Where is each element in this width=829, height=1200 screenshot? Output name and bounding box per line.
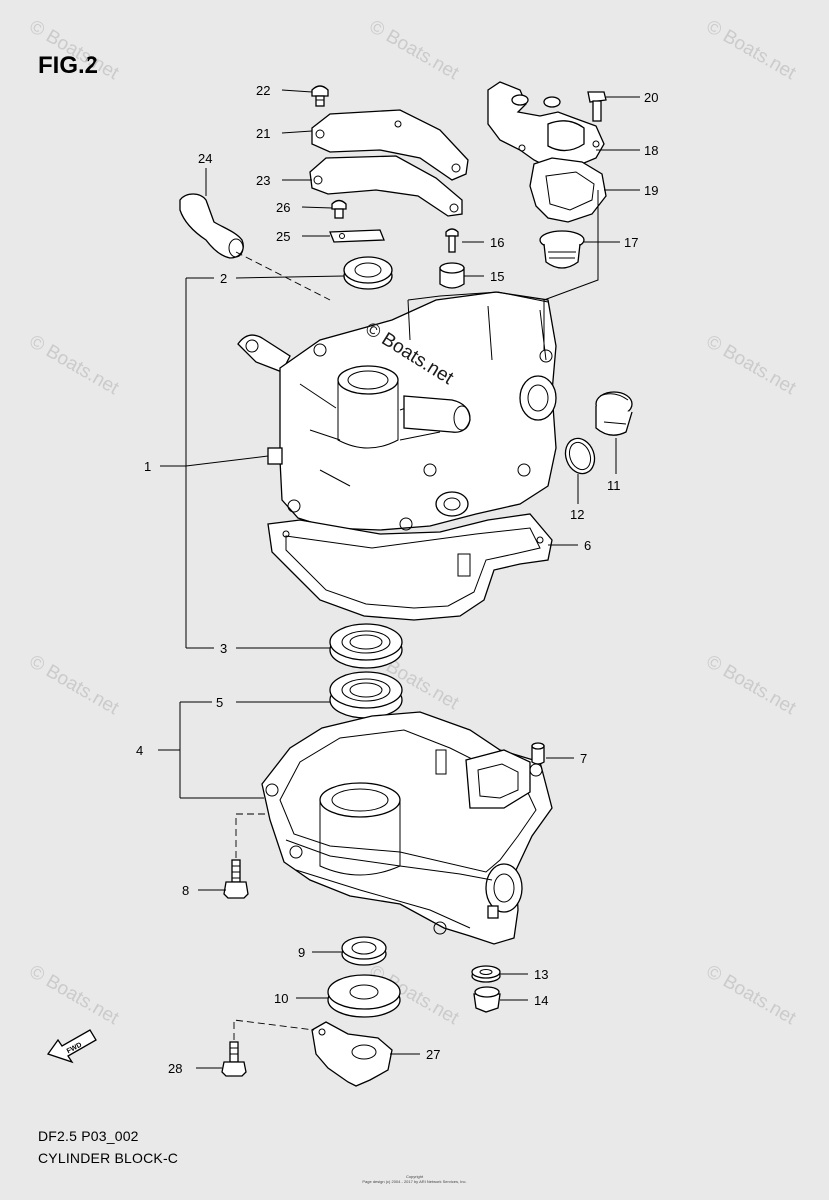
callout-11[interactable]: 11 — [607, 478, 621, 493]
callout-8[interactable]: 8 — [182, 883, 189, 898]
copyright-line-1: Copyright — [405, 1174, 424, 1179]
part-18-thermostat-cover[interactable] — [487, 81, 605, 169]
watermark-text: © Boats.net — [26, 961, 123, 1029]
callout-16[interactable]: 16 — [490, 235, 504, 250]
callout-labels: 1 2 3 4 5 6 7 8 9 10 11 12 13 14 15 16 1… — [136, 83, 658, 1076]
watermark-text: © Boats.net — [703, 961, 800, 1029]
callout-15[interactable]: 15 — [490, 269, 504, 284]
part-25-plate[interactable] — [329, 229, 385, 243]
part-28-bolt[interactable] — [221, 1041, 247, 1077]
part-5-bearing[interactable] — [329, 671, 403, 719]
watermark-text: © Boats.net — [26, 651, 123, 719]
part-13-washer[interactable] — [471, 965, 501, 983]
callout-27[interactable]: 27 — [426, 1047, 440, 1062]
copyright-line-2: Page design (c) 2004 - 2017 by ARI Netwo… — [362, 1179, 467, 1184]
callout-13[interactable]: 13 — [534, 967, 548, 982]
part-9-oil-seal[interactable] — [341, 936, 387, 966]
part-26-screw[interactable] — [331, 199, 347, 219]
part-14-plug[interactable] — [473, 986, 501, 1013]
watermark-text: © Boats.net — [703, 16, 800, 84]
part-16-screw[interactable] — [445, 228, 459, 253]
leader-lines — [158, 89, 640, 1069]
part-22-screw[interactable] — [311, 85, 329, 107]
part-20-bolt[interactable] — [587, 91, 607, 122]
watermark-text: © Boats.net — [703, 331, 800, 399]
watermark-text: © Boats.net — [703, 651, 800, 719]
part-12-o-ring[interactable] — [561, 434, 600, 477]
part-17-thermostat[interactable] — [539, 230, 585, 269]
part-8-bolt[interactable] — [223, 859, 249, 899]
callout-4[interactable]: 4 — [136, 743, 143, 758]
callout-19[interactable]: 19 — [644, 183, 658, 198]
watermark-text: © Boats.net — [366, 16, 463, 84]
part-7-dowel-pin[interactable] — [531, 742, 545, 765]
callout-1[interactable]: 1 — [144, 459, 151, 474]
part-11-drain-plug[interactable] — [595, 391, 633, 436]
callout-25[interactable]: 25 — [276, 229, 290, 244]
part-1-cylinder[interactable] — [237, 291, 557, 531]
fwd-arrow-icon: FWD — [46, 1029, 97, 1064]
callout-3[interactable]: 3 — [220, 641, 227, 656]
part-19-gasket[interactable] — [529, 157, 607, 223]
callout-10[interactable]: 10 — [274, 991, 288, 1006]
callout-28[interactable]: 28 — [168, 1061, 182, 1076]
callout-9[interactable]: 9 — [298, 945, 305, 960]
part-21-cover-plate[interactable] — [311, 109, 469, 181]
part-4-crankcase[interactable] — [261, 711, 553, 945]
watermark-text: © Boats.net — [26, 331, 123, 399]
part-24-hose[interactable] — [179, 193, 244, 259]
part-10-seal[interactable] — [327, 974, 401, 1018]
figure-title: FIG.2 — [38, 52, 99, 79]
part-23-gasket[interactable] — [309, 155, 463, 217]
part-27-plate[interactable] — [311, 1021, 393, 1087]
section-name: CYLINDER BLOCK-C — [38, 1150, 179, 1166]
callout-5[interactable]: 5 — [216, 695, 223, 710]
callout-12[interactable]: 12 — [570, 507, 584, 522]
callout-21[interactable]: 21 — [256, 126, 270, 141]
callout-17[interactable]: 17 — [624, 235, 638, 250]
callout-23[interactable]: 23 — [256, 173, 270, 188]
watermark-text: © Boats.net — [26, 16, 123, 84]
part-2-oil-seal[interactable] — [343, 256, 393, 290]
callout-20[interactable]: 20 — [644, 90, 658, 105]
callout-14[interactable]: 14 — [534, 993, 548, 1008]
callout-6[interactable]: 6 — [584, 538, 591, 553]
callout-22[interactable]: 22 — [256, 83, 270, 98]
callout-26[interactable]: 26 — [276, 200, 290, 215]
callout-2[interactable]: 2 — [220, 271, 227, 286]
part-6-gasket[interactable] — [267, 513, 553, 621]
part-15-bush[interactable] — [439, 262, 465, 289]
model-code: DF2.5 P03_002 — [38, 1128, 139, 1144]
callout-18[interactable]: 18 — [644, 143, 658, 158]
part-3-bearing[interactable] — [329, 623, 403, 669]
callout-7[interactable]: 7 — [580, 751, 587, 766]
callout-24[interactable]: 24 — [198, 151, 212, 166]
